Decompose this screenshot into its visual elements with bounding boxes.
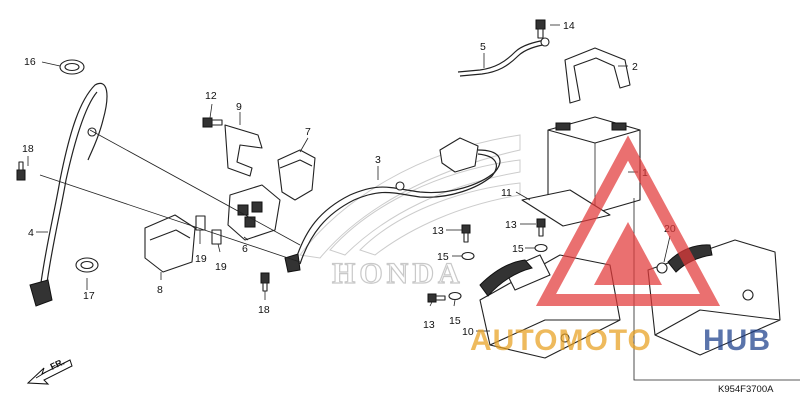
part-7-cover xyxy=(277,149,316,201)
part-2-band xyxy=(564,47,631,104)
callout-10: 10 xyxy=(462,326,474,338)
callout-19-b: 19 xyxy=(215,261,227,273)
callout-18-left: 18 xyxy=(22,143,34,155)
part-5-cable xyxy=(457,37,550,77)
honda-logo-text: HONDA xyxy=(332,257,464,290)
part-19-fuse-b xyxy=(211,229,222,245)
part-17-grommet xyxy=(75,257,99,273)
callout-8: 8 xyxy=(157,284,163,296)
callout-13-a: 13 xyxy=(505,219,517,231)
part-14-bolt xyxy=(535,19,546,39)
part-15-washer-c xyxy=(448,291,462,301)
front-arrow-icon: FR. xyxy=(26,357,73,385)
callout-15-c: 15 xyxy=(449,315,461,327)
callout-13-b: 13 xyxy=(432,225,444,237)
callout-18-bottom: 18 xyxy=(258,304,270,316)
part-4-cable xyxy=(29,82,108,307)
callout-19-a: 19 xyxy=(195,253,207,265)
part-18-bolt-left xyxy=(16,161,26,181)
part-1-battery xyxy=(547,116,641,214)
diagram-code: K954F3700A xyxy=(718,384,774,395)
part-8-fusebox xyxy=(144,214,196,273)
part-9-bracket xyxy=(224,124,263,177)
part-12-bolt xyxy=(202,117,223,128)
part-13-bolt-a xyxy=(536,218,546,237)
part-18-bolt-bottom xyxy=(260,272,270,292)
callout-11: 11 xyxy=(501,187,512,199)
watermark-logo: AUTOMOTO HUB xyxy=(470,135,771,357)
watermark-text-suffix: HUB xyxy=(703,324,771,357)
callout-9: 9 xyxy=(236,101,242,113)
part-13-bolt-b xyxy=(461,224,471,243)
callout-17: 17 xyxy=(83,290,95,302)
honda-wing-logo: HONDA xyxy=(299,134,521,291)
leader-lines xyxy=(27,24,671,332)
callout-13-c: 13 xyxy=(423,319,435,331)
callout-3: 3 xyxy=(375,154,381,166)
callout-15-a: 15 xyxy=(512,243,524,255)
callout-7: 7 xyxy=(305,126,311,138)
part-15-washer-b xyxy=(461,251,475,261)
part-16-clip xyxy=(59,59,85,75)
part-19-fuse-a xyxy=(195,215,206,231)
callout-15-b: 15 xyxy=(437,251,449,263)
watermark-text-prefix: AUTOMOTO xyxy=(470,324,652,357)
part-15-washer-a xyxy=(534,243,548,253)
part-13-bolt-c xyxy=(427,293,446,303)
callout-6: 6 xyxy=(242,243,248,255)
part-6-relay xyxy=(227,184,281,241)
part-3-cable xyxy=(284,137,501,273)
callout-4: 4 xyxy=(28,227,34,239)
callout-16: 16 xyxy=(24,56,36,68)
callout-5: 5 xyxy=(480,41,486,53)
callout-14: 14 xyxy=(563,20,575,32)
callout-2: 2 xyxy=(632,61,638,73)
part-10-tray xyxy=(479,254,621,359)
callout-12: 12 xyxy=(205,90,217,102)
